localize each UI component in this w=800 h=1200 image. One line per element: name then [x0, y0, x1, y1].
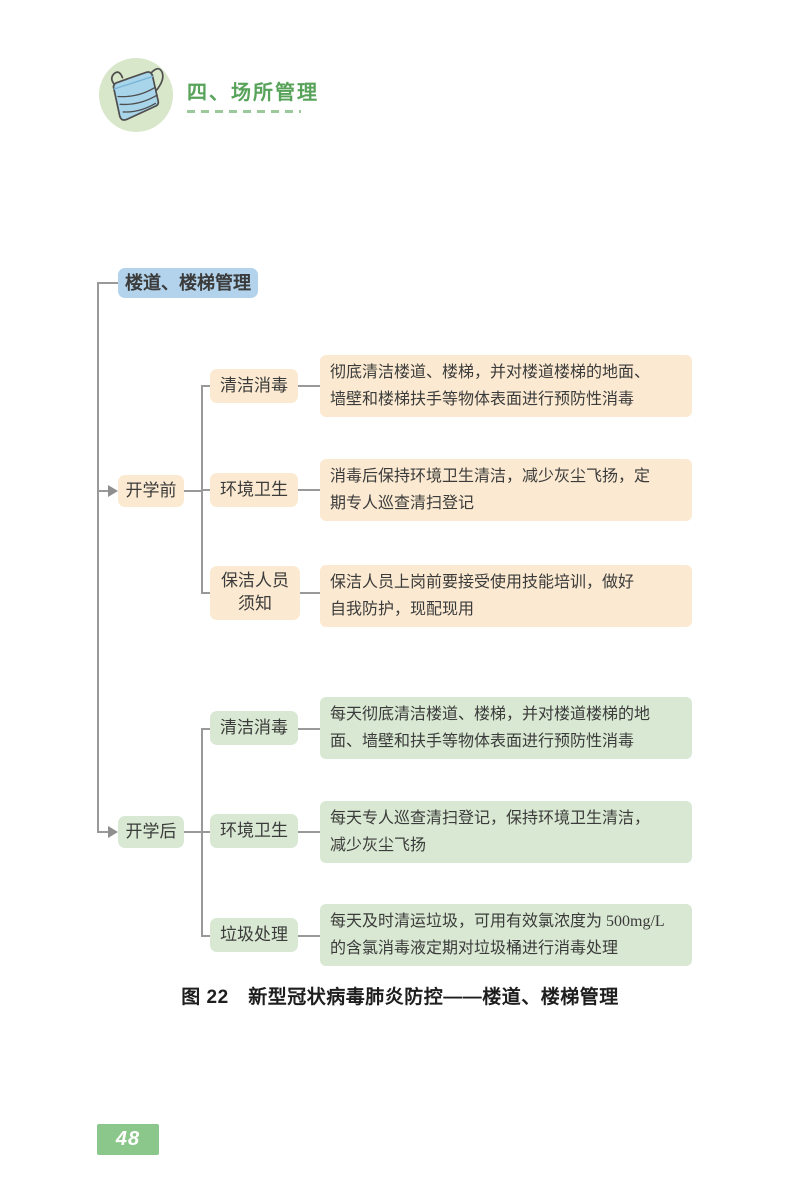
connector-line — [298, 489, 320, 491]
item-text: 彻底清洁楼道、楼梯，并对楼道楼梯的地面、 墙壁和楼梯扶手等物体表面进行预防性消毒 — [320, 355, 692, 417]
connector-line — [97, 282, 99, 833]
connector-line — [201, 592, 211, 594]
branch-node-post-opening: 开学后 — [118, 816, 184, 848]
connector-line — [298, 831, 320, 833]
connector-line — [201, 728, 211, 730]
item-text: 每天及时清运垃圾，可用有效氯浓度为 500mg/L 的含氯消毒液定期对垃圾桶进行… — [320, 904, 692, 966]
section-title: 四、场所管理 — [187, 82, 319, 104]
connector-line — [298, 385, 320, 387]
connector-line — [97, 490, 109, 492]
branch-node-pre-opening: 开学前 — [118, 475, 184, 507]
connector-line — [201, 935, 211, 937]
figure-caption: 图 22 新型冠状病毒肺炎防控——楼道、楼梯管理 — [181, 987, 619, 1008]
arrow-right-icon — [108, 485, 118, 497]
connector-line — [184, 831, 202, 833]
connector-line — [300, 592, 320, 594]
connector-line — [97, 831, 109, 833]
page-number-badge: 48 — [97, 1124, 159, 1155]
connector-line — [201, 489, 211, 491]
connector-line — [97, 282, 119, 284]
item-label: 环境卫生 — [210, 473, 298, 507]
face-mask-icon — [98, 57, 174, 133]
arrow-right-icon — [108, 826, 118, 838]
connector-line — [298, 728, 320, 730]
item-label: 环境卫生 — [210, 814, 298, 848]
item-label: 清洁消毒 — [210, 369, 298, 403]
item-text: 消毒后保持环境卫生清洁，减少灰尘飞扬，定 期专人巡查清扫登记 — [320, 459, 692, 521]
item-label: 垃圾处理 — [210, 918, 298, 952]
item-text: 每天专人巡查清扫登记，保持环境卫生清洁， 减少灰尘飞扬 — [320, 801, 692, 863]
item-text: 每天彻底清洁楼道、楼梯，并对楼道楼梯的地 面、墙壁和扶手等物体表面进行预防性消毒 — [320, 697, 692, 759]
connector-line — [201, 831, 211, 833]
item-label: 保洁人员 须知 — [210, 566, 300, 620]
item-text: 保洁人员上岗前要接受使用技能培训，做好 自我防护，现配现用 — [320, 565, 692, 627]
item-label: 清洁消毒 — [210, 711, 298, 745]
dashed-underline — [187, 110, 301, 113]
connector-line — [201, 385, 211, 387]
connector-line — [298, 935, 320, 937]
connector-line — [184, 490, 202, 492]
root-node: 楼道、楼梯管理 — [118, 268, 258, 298]
